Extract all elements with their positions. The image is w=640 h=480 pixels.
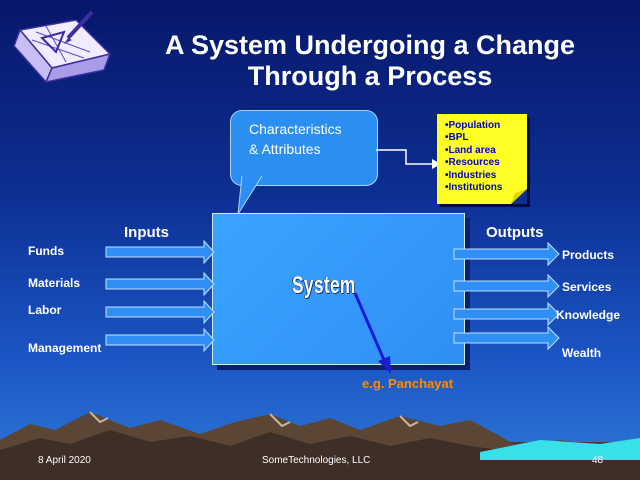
attributes-list: Population BPL Land area Resources Indus… xyxy=(437,114,527,194)
output-arrow-wealth xyxy=(453,325,560,351)
characteristics-callout: Characteristics & Attributes xyxy=(230,110,378,186)
footer-date: 8 April 2020 xyxy=(38,455,91,466)
input-arrow-management xyxy=(105,327,215,353)
mountain-landscape xyxy=(0,411,640,480)
input-label-labor: Labor xyxy=(28,303,62,317)
attribute-item: BPL xyxy=(445,132,527,144)
outputs-header: Outputs xyxy=(486,224,544,241)
title-line-2: Through a Process xyxy=(247,61,493,91)
system-label: System xyxy=(292,272,356,299)
attribute-item: Institutions xyxy=(445,182,527,194)
input-arrow-materials xyxy=(105,271,215,297)
footer-company: SomeTechnologies, LLC xyxy=(262,455,371,466)
output-label-knowledge: Knowledge xyxy=(556,308,621,322)
attribute-item: Resources xyxy=(445,157,527,169)
callout-line-2: & Attributes xyxy=(249,141,321,157)
output-arrow-products xyxy=(453,241,560,267)
output-arrow-services xyxy=(453,273,560,299)
output-label-products: Products xyxy=(562,248,615,262)
title-line-1: A System Undergoing a Change xyxy=(164,30,576,60)
output-arrow-knowledge xyxy=(453,301,560,327)
attribute-item: Population xyxy=(445,120,527,132)
slide-title: A System Undergoing a Change Through a P… xyxy=(120,30,620,92)
attribute-item: Land area xyxy=(445,145,527,157)
blueprint-clipart-icon xyxy=(13,10,112,84)
output-label-wealth: Wealth xyxy=(562,346,602,360)
input-label-funds: Funds xyxy=(28,244,64,258)
input-label-materials: Materials xyxy=(28,276,81,290)
inputs-header: Inputs xyxy=(124,224,169,241)
callout-connector-arrow xyxy=(376,149,441,169)
page-fold-icon xyxy=(511,189,527,204)
example-label: e.g. Panchayat xyxy=(362,376,454,391)
callout-line-1: Characteristics xyxy=(249,121,342,137)
output-label-services: Services xyxy=(562,280,612,294)
attribute-item: Industries xyxy=(445,170,527,182)
system-box xyxy=(212,213,465,365)
attributes-note: Population BPL Land area Resources Indus… xyxy=(437,114,527,204)
input-label-management: Management xyxy=(28,341,102,355)
callout-tail xyxy=(237,176,263,215)
input-arrow-funds xyxy=(105,239,215,265)
slide-number: 48 xyxy=(592,455,604,466)
input-arrow-labor xyxy=(105,299,215,325)
